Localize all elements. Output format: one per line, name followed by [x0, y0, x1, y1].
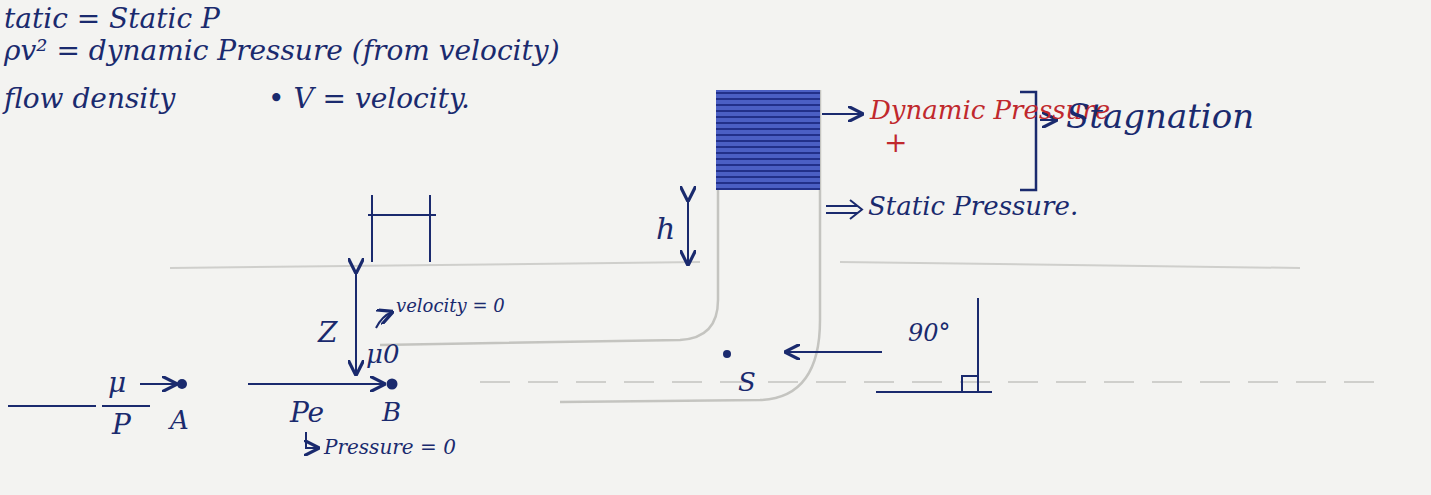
height-arrow: [687, 200, 689, 264]
piezometer-tube: [368, 195, 436, 262]
point-label: A: [170, 406, 189, 435]
pointer-arrow: [306, 432, 318, 448]
definition-note: tatic = Static P: [4, 4, 220, 35]
pointer-arrow: [822, 113, 862, 115]
stagnation-point: [723, 350, 731, 358]
pressure-label: Static Pressure.: [868, 192, 1078, 221]
point-label: S: [738, 368, 756, 397]
velocity-symbol: μ: [108, 368, 126, 399]
dimension-label: h: [656, 212, 675, 245]
definition-note: • V = velocity.: [268, 84, 470, 115]
point-b: [387, 379, 398, 390]
point-label: B: [382, 398, 401, 427]
flow-arrow: [140, 383, 176, 385]
note: Pressure = 0: [324, 436, 456, 458]
flow-arrow: [248, 383, 384, 385]
flow-line: [8, 405, 96, 407]
pressure-symbol: Pe: [290, 398, 324, 429]
pressure-label: +: [884, 128, 907, 159]
note: velocity = 0: [396, 296, 505, 316]
stagnation-label: Stagnation: [1066, 98, 1254, 135]
angle-label: 90°: [908, 320, 951, 346]
definition-note: flow density: [4, 84, 175, 115]
fraction-line: [102, 405, 150, 407]
right-angle-symbol: [876, 298, 992, 392]
dimension-label: Z: [318, 318, 337, 349]
point-a: [177, 379, 187, 389]
velocity-symbol: μ0: [366, 340, 399, 369]
liquid-column: [716, 90, 820, 190]
pitot-tube: [380, 90, 820, 402]
pointer-arrow: [826, 200, 862, 219]
pressure-symbol: P: [112, 410, 131, 441]
definition-note: ρv² = dynamic Pressure (from velocity): [4, 36, 560, 67]
pointer-arrow: [376, 312, 392, 328]
flow-arrow: [786, 351, 882, 353]
flow-line: [170, 262, 1380, 382]
depth-arrow: [355, 272, 357, 374]
